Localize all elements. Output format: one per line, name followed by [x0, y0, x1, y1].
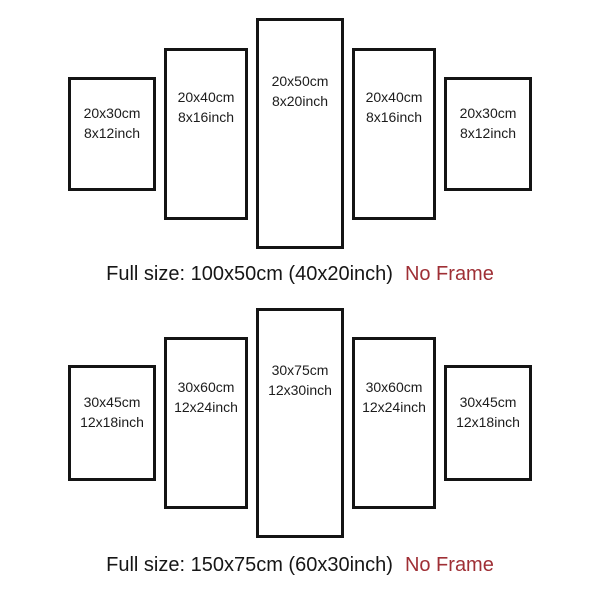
full-size-caption-150x75: Full size: 150x75cm (60x30inch) No Frame	[0, 553, 600, 577]
panel-size-cm: 20x30cm	[459, 105, 517, 122]
canvas-panel-4: 20x40cm 8x16inch	[352, 47, 436, 220]
panel-size-inch: 12x24inch	[362, 398, 426, 415]
full-size-caption-100x50: Full size: 100x50cm (40x20inch) No Frame	[0, 262, 600, 286]
panel-size-inch: 12x18inch	[456, 414, 520, 431]
panel-size-cm: 30x60cm	[365, 378, 423, 395]
panel-size-label: 20x50cm 8x20inch	[259, 71, 341, 111]
panel-size-inch: 8x12inch	[459, 125, 517, 142]
full-size-text: Full size: 150x75cm (60x30inch)	[106, 554, 393, 576]
canvas-panel-2: 20x40cm 8x16inch	[164, 47, 248, 220]
no-frame-note: No Frame	[404, 263, 494, 285]
panel-size-cm: 30x45cm	[459, 394, 517, 411]
panel-size-cm: 30x60cm	[177, 378, 235, 395]
panel-size-cm: 30x75cm	[271, 362, 329, 379]
panel-size-label: 20x40cm 8x16inch	[355, 87, 433, 127]
panel-size-cm: 20x40cm	[177, 89, 235, 106]
panel-size-inch: 12x18inch	[80, 414, 144, 431]
panel-size-inch: 8x16inch	[365, 109, 423, 126]
canvas-panel-3: 30x75cm 12x30inch	[256, 308, 344, 538]
panel-size-cm: 20x30cm	[83, 105, 141, 122]
panel-set-150x75: 30x45cm 12x18inch 30x60cm 12x24inch 30x7…	[0, 308, 600, 538]
canvas-panel-5: 20x30cm 8x12inch	[444, 76, 532, 191]
panel-size-label: 30x60cm 12x24inch	[167, 377, 245, 417]
canvas-panel-1: 20x30cm 8x12inch	[68, 76, 156, 191]
no-frame-note: No Frame	[404, 554, 494, 576]
panel-size-inch: 8x20inch	[271, 92, 329, 109]
panel-size-label: 30x60cm 12x24inch	[355, 377, 433, 417]
panel-size-cm: 30x45cm	[83, 394, 141, 411]
canvas-panel-4: 30x60cm 12x24inch	[352, 337, 436, 509]
panel-size-label: 20x30cm 8x12inch	[447, 103, 529, 143]
panel-size-label: 30x75cm 12x30inch	[259, 360, 341, 400]
panel-size-cm: 20x50cm	[271, 72, 329, 89]
panel-size-label: 30x45cm 12x18inch	[447, 392, 529, 432]
panel-size-inch: 12x24inch	[174, 398, 238, 415]
panel-size-inch: 8x12inch	[83, 125, 141, 142]
panel-size-cm: 20x40cm	[365, 89, 423, 106]
canvas-panel-3: 20x50cm 8x20inch	[256, 18, 344, 249]
panel-size-label: 20x40cm 8x16inch	[167, 87, 245, 127]
canvas-panel-2: 30x60cm 12x24inch	[164, 337, 248, 509]
panel-size-label: 20x30cm 8x12inch	[71, 103, 153, 143]
panel-size-label: 30x45cm 12x18inch	[71, 392, 153, 432]
canvas-panel-1: 30x45cm 12x18inch	[68, 365, 156, 481]
full-size-text: Full size: 100x50cm (40x20inch)	[106, 263, 393, 285]
panel-size-inch: 12x30inch	[268, 382, 332, 399]
canvas-panel-5: 30x45cm 12x18inch	[444, 365, 532, 481]
panel-set-100x50: 20x30cm 8x12inch 20x40cm 8x16inch 20x50c…	[0, 18, 600, 249]
panel-size-inch: 8x16inch	[177, 109, 235, 126]
